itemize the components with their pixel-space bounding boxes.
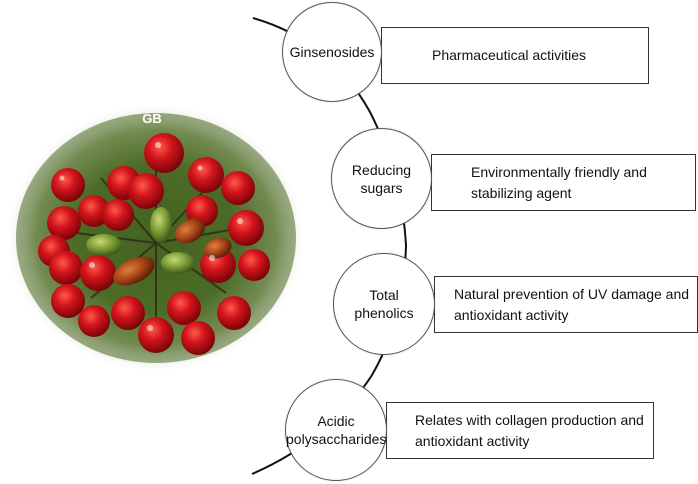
component-circle-total-phenolics: Total phenolics xyxy=(333,253,435,355)
component-circle-reducing-sugars: Reducing sugars xyxy=(331,128,432,229)
activity-text: Natural prevention of UV damage and anti… xyxy=(454,285,690,323)
activity-text: Relates with collagen production and ant… xyxy=(415,411,644,449)
ginseng-berry-photo xyxy=(6,103,306,373)
component-label: Acidic polysaccharides xyxy=(286,413,387,447)
photo-label: GB xyxy=(142,111,162,126)
component-label: Reducing sugars xyxy=(351,161,412,196)
component-circle-ginsenosides: Ginsenosides xyxy=(282,2,382,102)
activity-text: Environmentally friendly and stabilizing… xyxy=(471,163,647,201)
activity-box-acidic-polysaccharides: Relates with collagen production and ant… xyxy=(386,402,654,459)
activity-box-total-phenolics: Natural prevention of UV damage and anti… xyxy=(434,276,698,333)
component-circle-acidic-polysaccharides: Acidic polysaccharides xyxy=(285,379,387,481)
activity-text: Pharmaceutical activities xyxy=(432,47,587,63)
activity-box-reducing-sugars: Environmentally friendly and stabilizing… xyxy=(431,154,696,211)
component-label: Ginsenosides xyxy=(289,44,375,60)
activity-box-ginsenosides: Pharmaceutical activities xyxy=(381,27,649,84)
component-label: Total phenolics xyxy=(354,287,414,321)
